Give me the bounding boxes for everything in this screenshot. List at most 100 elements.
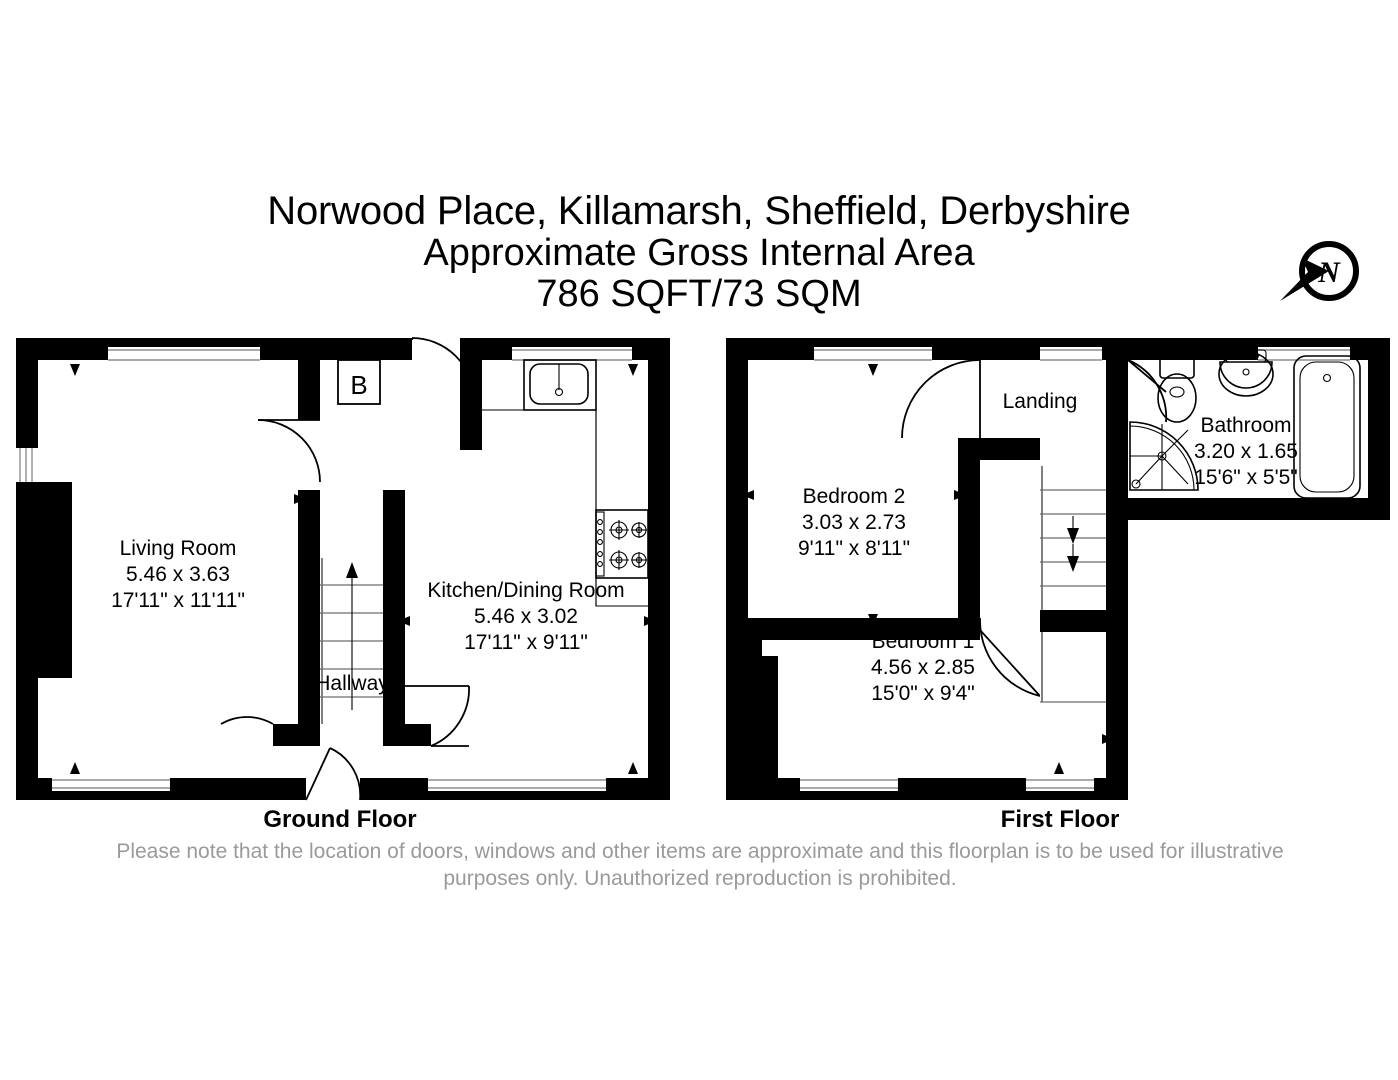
front-door xyxy=(305,747,362,801)
room-arrow-bed1-left xyxy=(742,734,754,744)
room-label-landing: Landing xyxy=(1003,390,1078,413)
disclaimer-line-2: purposes only. Unauthorized reproduction… xyxy=(443,867,957,891)
bathroom-imperial: 15'6" x 5'5" xyxy=(1194,466,1298,489)
wall-bottom-mid-left xyxy=(170,778,298,800)
bedroom-2-metric: 3.03 x 2.73 xyxy=(802,511,906,534)
window-landing-top xyxy=(1040,338,1102,361)
window-bed2-top xyxy=(814,338,932,361)
landing-name: Landing xyxy=(1003,390,1078,413)
wall-left-upper xyxy=(16,338,38,448)
room-label-bedroom-2: Bedroom 2 3.03 x 2.73 9'11" x 8'11" xyxy=(798,485,910,560)
ground-floor-plan: B Living Room 5.46 x 3.63 17'11" x 11'11… xyxy=(8,330,698,820)
kitchen-dining-name: Kitchen/Dining Room xyxy=(427,579,624,602)
room-arrow-bed2-right xyxy=(954,490,966,500)
shower-quadrant-icon xyxy=(1129,421,1199,491)
wall-bathroom-bottom xyxy=(1106,498,1390,520)
wall-internal-hall-livingroom-stub xyxy=(273,724,320,746)
room-arrow-bed1-right xyxy=(1102,734,1114,744)
bedroom-2-name: Bedroom 2 xyxy=(803,485,906,508)
door-hall-kitchen xyxy=(405,685,470,747)
room-label-kitchen-dining: Kitchen/Dining Room 5.46 x 3.02 17'11" x… xyxy=(427,579,624,654)
wall-internal-livingroom-right-lower xyxy=(298,490,320,738)
window-arrow-lr-left xyxy=(30,494,42,504)
first-floor-plan: Bedroom 2 3.03 x 2.73 9'11" x 8'11" Bedr… xyxy=(718,330,1398,820)
room-label-living-room: Living Room 5.46 x 3.63 17'11" x 11'11" xyxy=(111,537,245,612)
chimney-breast-left-ff xyxy=(726,656,778,792)
kitchen-dining-imperial: 17'11" x 9'11" xyxy=(464,631,588,654)
wall-bed2-bottom-stub xyxy=(958,608,980,640)
sink-icon xyxy=(523,359,597,411)
window-bed1-bottom-a xyxy=(800,778,898,800)
door-hall-living-room xyxy=(220,716,274,725)
hallway-name: Hallway xyxy=(315,672,389,695)
title-block: Norwood Place, Killamarsh, Sheffield, De… xyxy=(0,189,1398,316)
window-bathroom-top xyxy=(1258,338,1350,361)
room-label-bedroom-1: Bedroom 1 4.56 x 2.85 15'0" x 9'4" xyxy=(871,630,975,705)
bathroom-name: Bathroom xyxy=(1200,414,1291,437)
wall-bottom-right xyxy=(606,778,670,800)
first-floor-label: First Floor xyxy=(1000,806,1120,833)
wall-bottom-right-ff xyxy=(1094,778,1128,800)
staircase-ground xyxy=(320,558,383,724)
wall-internal-livingroom-right-upper xyxy=(298,358,320,420)
staircase-first xyxy=(1040,466,1106,703)
disclaimer-line-1: Please note that the location of doors, … xyxy=(116,840,1284,863)
window-kitchen-bottom xyxy=(428,778,606,800)
boiler-marker-label: B xyxy=(350,370,367,400)
wall-right-lower-ff xyxy=(1106,498,1128,800)
basin-icon xyxy=(1218,349,1274,397)
svg-text:N: N xyxy=(1317,256,1341,289)
door-kitchen-entry xyxy=(411,337,475,401)
wall-internal-stairs-kitchen xyxy=(383,490,405,738)
wall-bed2-bottom xyxy=(748,618,980,640)
area-value: 786 SQFT/73 SQM xyxy=(536,273,862,316)
wall-bottom-left xyxy=(16,778,52,800)
door-bedroom-2 xyxy=(901,359,981,439)
room-arrow-bed2-bottom xyxy=(868,614,878,626)
window-bed1-bottom-b xyxy=(1026,778,1094,800)
window-arrow-bed1-bottom xyxy=(1054,762,1064,774)
wall-bed2-top-stub xyxy=(958,438,1040,460)
window-arrow-kd-bottom xyxy=(628,762,638,774)
hob-icon xyxy=(595,509,649,579)
room-arrow-kd-right xyxy=(644,616,656,626)
area-caption: Approximate Gross Internal Area xyxy=(423,232,975,275)
wall-top-mid xyxy=(260,338,412,360)
room-label-bathroom: Bathroom 3.20 x 1.65 15'6" x 5'5" xyxy=(1194,414,1298,489)
wall-bottom-mid-ff xyxy=(898,778,1026,800)
disclaimer: Please note that the location of doors, … xyxy=(60,838,1340,893)
window-arrow-bed2-top xyxy=(868,364,878,376)
wall-landing-right xyxy=(1106,360,1128,500)
kitchen-counter xyxy=(482,409,648,607)
window-arrow-lr-bottom xyxy=(70,762,80,774)
property-address: Norwood Place, Killamarsh, Sheffield, De… xyxy=(267,189,1131,233)
bedroom-1-imperial: 15'0" x 9'4" xyxy=(871,682,975,705)
bathroom-metric: 3.20 x 1.65 xyxy=(1194,440,1298,463)
boiler-marker: B xyxy=(337,359,381,405)
living-room-name: Living Room xyxy=(120,537,237,560)
bathtub-icon xyxy=(1293,355,1361,499)
window-arrow-lr-top xyxy=(70,364,80,376)
toilet-icon xyxy=(1157,351,1197,423)
room-label-hallway: Hallway xyxy=(315,672,389,695)
bedroom-1-metric: 4.56 x 2.85 xyxy=(871,656,975,679)
compass-north-icon: N xyxy=(1272,238,1372,328)
window-kitchen-top xyxy=(512,338,632,361)
bedroom-2-imperial: 9'11" x 8'11" xyxy=(798,537,910,560)
wall-bottom-left-ff xyxy=(726,778,800,800)
room-arrow-lr-right xyxy=(294,494,306,504)
wall-bottom-door-jamb-left xyxy=(298,778,306,800)
chimney-breast-left xyxy=(16,482,72,678)
window-arrow-kd-top xyxy=(628,364,638,376)
window-living-room-left xyxy=(16,448,38,482)
wall-stairs-right xyxy=(1040,610,1106,632)
window-living-room-top xyxy=(108,338,260,361)
room-arrow-bed2-left xyxy=(742,490,754,500)
ground-floor-label: Ground Floor xyxy=(263,806,417,833)
door-bedroom-1 xyxy=(979,617,1041,697)
living-room-metric: 5.46 x 3.63 xyxy=(126,563,230,586)
wall-top-kitchen-left xyxy=(460,338,512,360)
wall-top-right-landing xyxy=(1102,338,1164,360)
room-arrow-kd-left xyxy=(398,616,410,626)
